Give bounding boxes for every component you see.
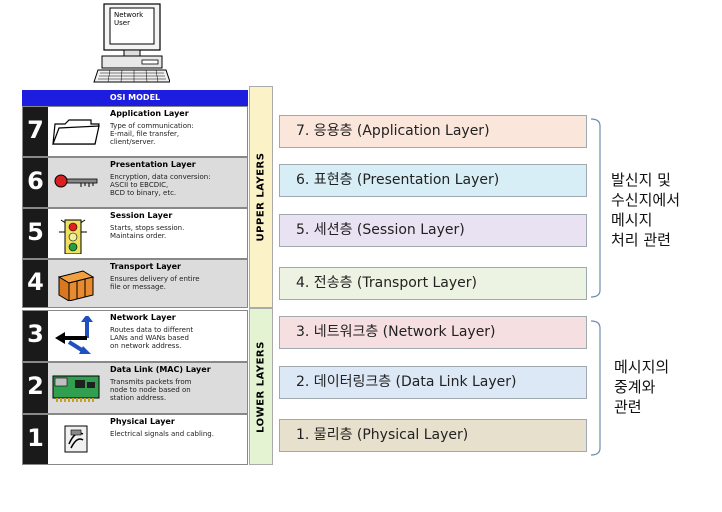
- layer-title: Application Layer: [110, 109, 189, 118]
- layer-number: 1: [23, 415, 48, 464]
- korean-layer-4: 4. 전송층 (Transport Layer): [279, 267, 587, 300]
- layer-description: Encryption, data conversion: ASCII to EB…: [110, 173, 211, 197]
- korean-layer-2: 2. 데이터링크층 (Data Link Layer): [279, 366, 587, 399]
- lower-group-description: 메시지의 중계와 관련: [614, 358, 670, 416]
- cable-connector-icon: [51, 420, 103, 456]
- layer-number: 5: [23, 209, 48, 258]
- layer-row-7: 7 Application Layer Type of communicatio…: [22, 106, 248, 157]
- folder-icon: [51, 112, 103, 148]
- korean-layer-3: 3. 네트워크층 (Network Layer): [279, 316, 587, 349]
- layer-number: 6: [23, 158, 48, 207]
- layer-title: Physical Layer: [110, 417, 175, 426]
- layer-row-1: 1 Physical Layer Electrical signals and …: [22, 414, 248, 465]
- korean-layer-7: 7. 응용층 (Application Layer): [279, 115, 587, 148]
- layer-description: Starts, stops session. Maintains order.: [110, 224, 185, 240]
- layer-description: Type of communication: E-mail, file tran…: [110, 122, 194, 146]
- layer-description: Transmits packets from node to node base…: [110, 378, 192, 402]
- layer-row-5: 5 Session Layer Starts, stops session. M…: [22, 208, 248, 259]
- layer-title: Transport Layer: [110, 262, 181, 271]
- osi-model-title: OSI MODEL: [22, 90, 248, 106]
- network-user-computer-icon: Network User: [90, 2, 171, 86]
- layer-title: Data Link (MAC) Layer: [110, 365, 211, 374]
- package-icon: [51, 265, 103, 302]
- upper-group-description: 발신지 및 수신지에서 메시지 처리 관련: [611, 171, 681, 249]
- layer-title: Network Layer: [110, 313, 176, 322]
- layer-number: 4: [23, 260, 48, 307]
- lower-group-bracket: [590, 320, 601, 456]
- layer-description: Routes data to different LANs and WANs b…: [110, 326, 194, 350]
- korean-layer-6: 6. 표현층 (Presentation Layer): [279, 164, 587, 197]
- layer-row-4: 4 Transport Layer Ensures delivery of en…: [22, 259, 248, 308]
- routing-arrows-icon: [51, 314, 103, 354]
- lower-layers-bar: LOWER LAYERS: [249, 308, 273, 465]
- upper-layers-bar: UPPER LAYERS: [249, 86, 273, 308]
- korean-layer-5: 5. 세션층 (Session Layer): [279, 214, 587, 247]
- layer-number: 3: [23, 311, 48, 361]
- layer-title: Session Layer: [110, 211, 173, 220]
- computer-screen-text: Network User: [114, 11, 144, 27]
- layer-row-3: 3 Network Layer Routes data to different…: [22, 310, 248, 362]
- traffic-light-icon: [51, 214, 103, 255]
- layer-row-2: 2 Data Link (MAC) Layer Transmits packet…: [22, 362, 248, 414]
- layer-number: 7: [23, 107, 48, 156]
- layer-number: 2: [23, 363, 48, 413]
- layer-description: Electrical signals and cabling.: [110, 430, 214, 438]
- layer-title: Presentation Layer: [110, 160, 196, 169]
- upper-group-bracket: [590, 118, 601, 298]
- upper-layers-label: UPPER LAYERS: [255, 152, 267, 242]
- network-card-icon: [51, 368, 103, 404]
- layer-row-6: 6 Presentation Layer Encryption, data co…: [22, 157, 248, 208]
- layer-description: Ensures delivery of entire file or messa…: [110, 275, 200, 291]
- korean-layer-1: 1. 물리층 (Physical Layer): [279, 419, 587, 452]
- key-icon: [51, 163, 103, 199]
- lower-layers-label: LOWER LAYERS: [255, 340, 267, 433]
